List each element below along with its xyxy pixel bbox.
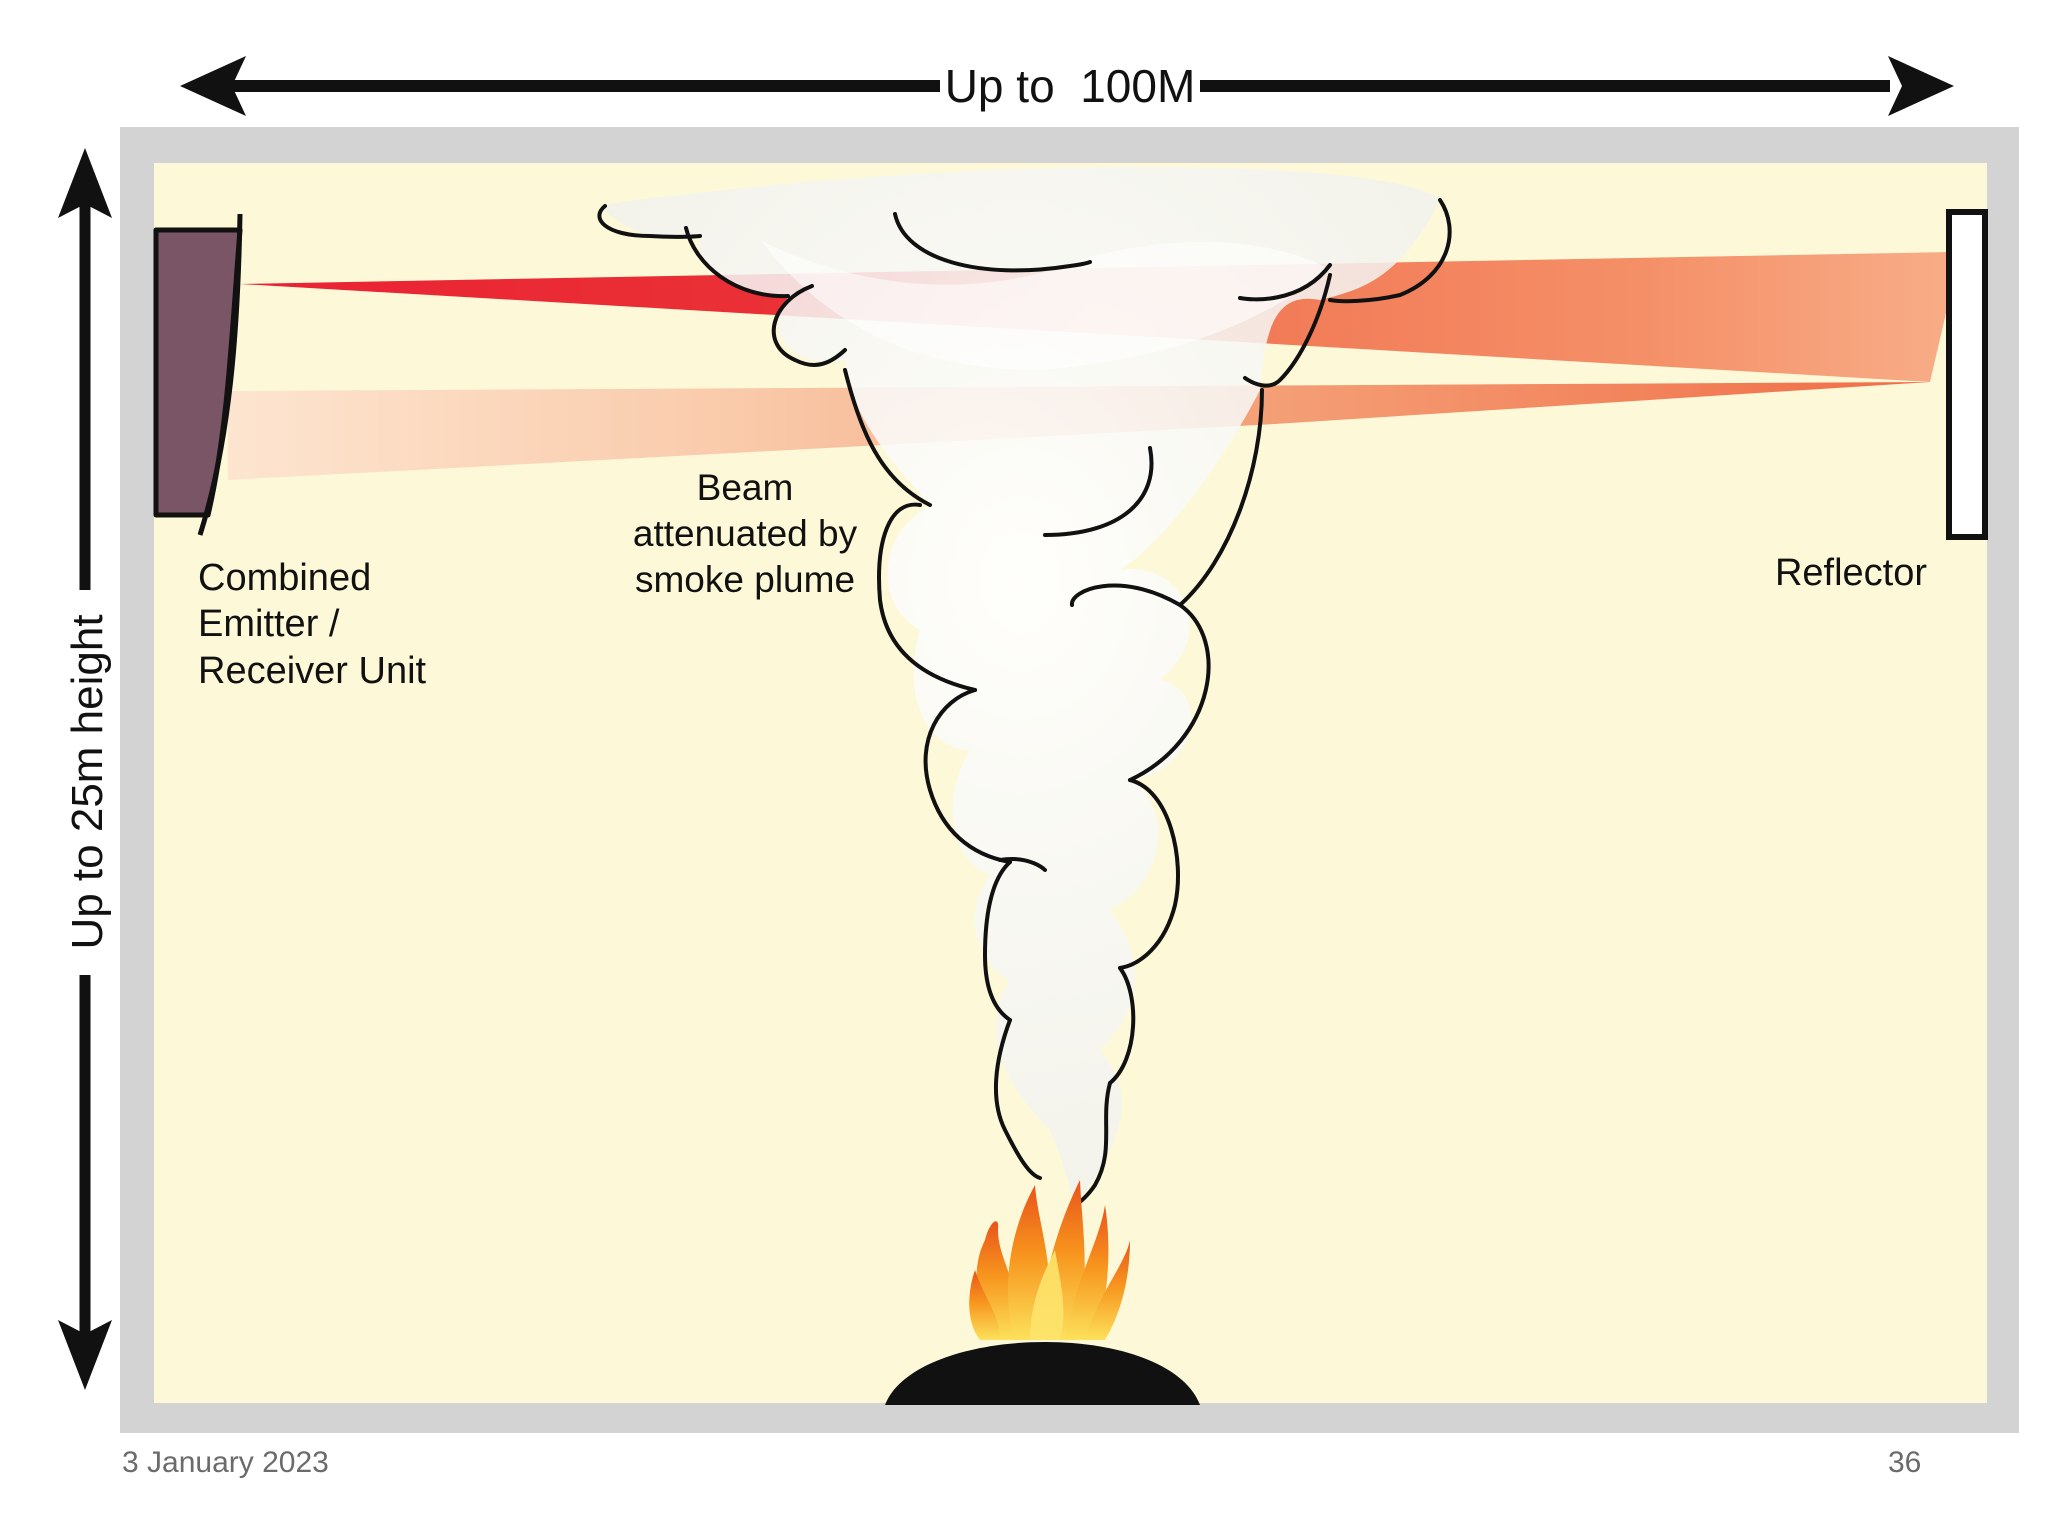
arrow-down-head: [58, 1320, 112, 1390]
fire-base: [885, 1342, 1200, 1405]
smoke-plume: [600, 166, 1440, 1208]
flames: [969, 1180, 1130, 1340]
height-dimension-arrow: [58, 148, 112, 1390]
footer-date: 3 January 2023: [122, 1446, 329, 1479]
reflector: [1946, 209, 1988, 540]
emitter-lens-edge: [197, 213, 243, 536]
beam-label-line1: Beam: [697, 467, 794, 508]
arrow-right-head: [1888, 56, 1954, 116]
width-dimension-arrow: [180, 56, 1954, 116]
beam-label-line3: smoke plume: [635, 559, 855, 600]
reflector-label: Reflector: [1775, 552, 1927, 594]
emitter-label-line1: Combined: [198, 557, 371, 599]
emitter-label-line3: Receiver Unit: [198, 650, 427, 692]
page-number: 36: [1888, 1446, 1922, 1479]
width-label: Up to 100M: [945, 60, 1196, 112]
fire: [885, 1180, 1200, 1405]
arrow-left-head: [180, 56, 246, 116]
smoke-plume-outline: [597, 198, 1452, 1212]
emitter-label-line2: Emitter /: [198, 603, 340, 645]
beam-label-line2: attenuated by: [633, 513, 858, 554]
arrow-up-head: [58, 148, 112, 218]
height-label: Up to 25m height: [63, 614, 112, 949]
